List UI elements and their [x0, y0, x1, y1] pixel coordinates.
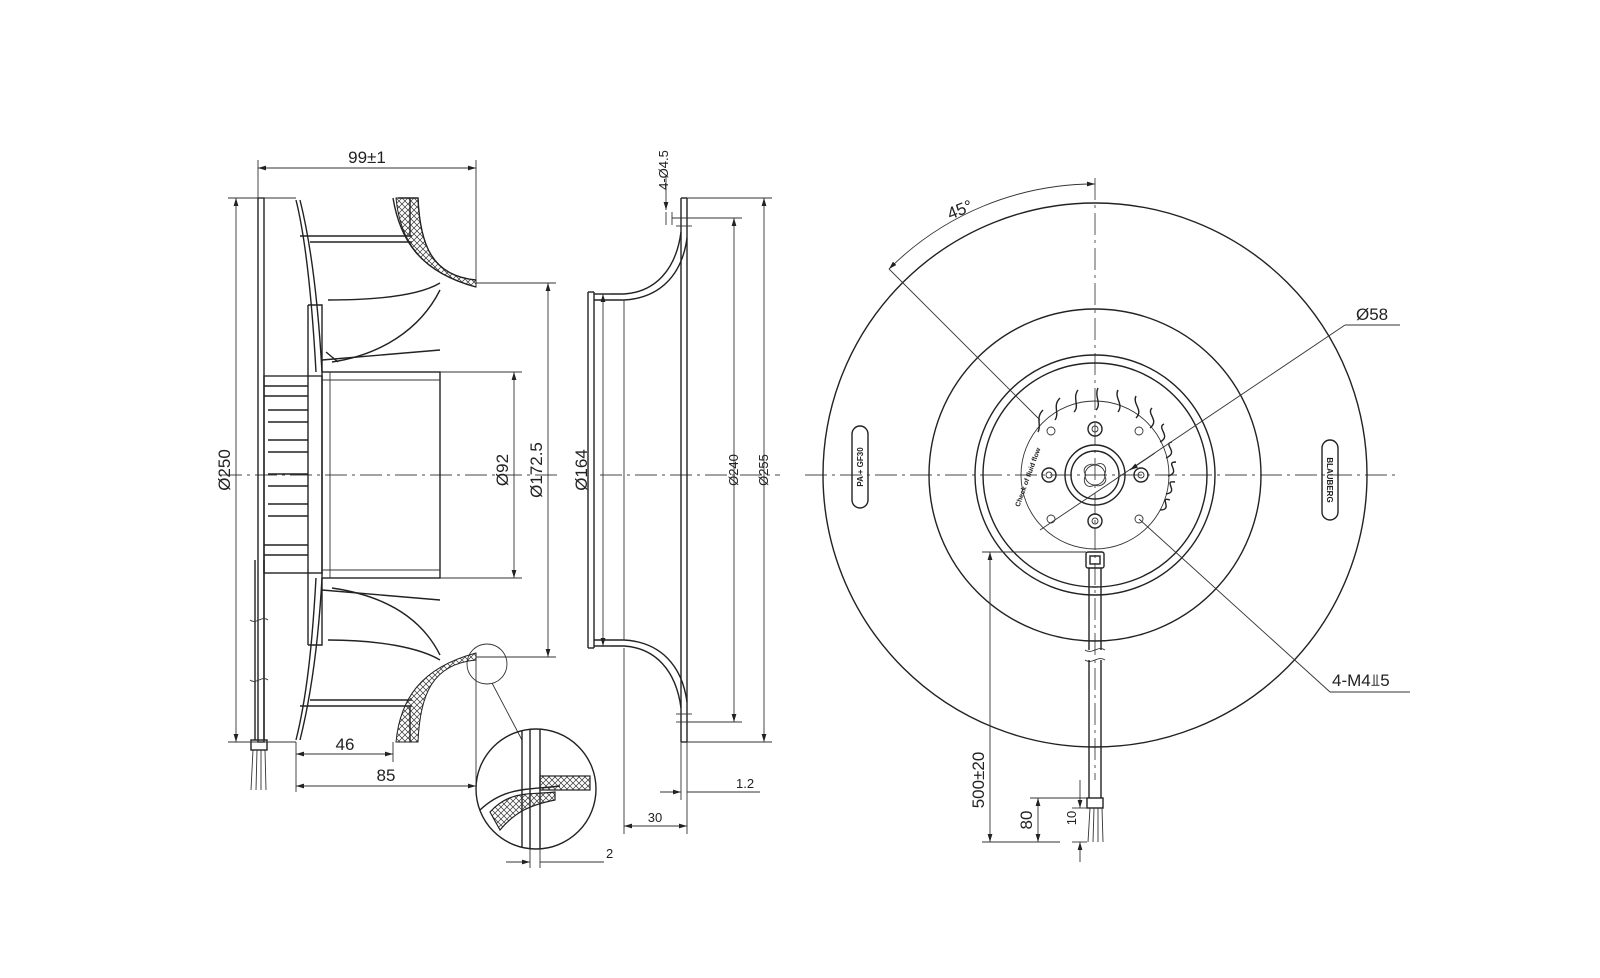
dim-2: 2 — [606, 846, 613, 861]
label-pa-gf30: PA + GF30 — [851, 425, 869, 509]
label-blauberg: BLAUBERG — [1321, 439, 1339, 521]
svg-text:BLAUBERG: BLAUBERG — [1325, 457, 1334, 502]
front-view: Check of fluid flow PA + GF30 BLAUBERG 4… — [805, 178, 1410, 862]
detail-view: 2 — [475, 728, 613, 868]
hub-vents — [1037, 387, 1177, 511]
hub-text: Check of fluid flow — [1015, 447, 1043, 508]
svg-text:PA + GF30: PA + GF30 — [856, 447, 865, 487]
dim-85: 85 — [377, 766, 396, 785]
mounting-holes — [1041, 421, 1149, 529]
dim-30: 30 — [648, 810, 662, 825]
dim-99: 99±1 — [348, 148, 386, 167]
inlet-ring-view: 4-Ø4.5 Ø164 Ø240 Ø255 1.2 30 — [572, 150, 780, 834]
dim-172-5: Ø172.5 — [527, 442, 546, 498]
dim-m4: 4-M4⫫5 — [1332, 671, 1390, 690]
dim-240: Ø240 — [726, 454, 741, 486]
dim-10: 10 — [1064, 811, 1079, 825]
hub-rotor — [1083, 463, 1107, 487]
dim-1-2: 1.2 — [736, 776, 754, 791]
dim-250: Ø250 — [215, 449, 234, 491]
dim-80: 80 — [1017, 811, 1036, 830]
motor-fins — [264, 385, 308, 556]
dim-45: 45° — [944, 196, 975, 223]
dim-4-45: 4-Ø4.5 — [656, 150, 671, 190]
dim-500: 500±20 — [969, 752, 988, 809]
dim-58: Ø58 — [1356, 305, 1388, 324]
dim-46: 46 — [336, 735, 355, 754]
dim-164: Ø164 — [572, 449, 591, 491]
dim-92: Ø92 — [493, 454, 512, 486]
dim-255: Ø255 — [756, 454, 771, 486]
side-view: 99±1 Ø250 Ø92 Ø172.5 46 85 — [215, 148, 560, 792]
